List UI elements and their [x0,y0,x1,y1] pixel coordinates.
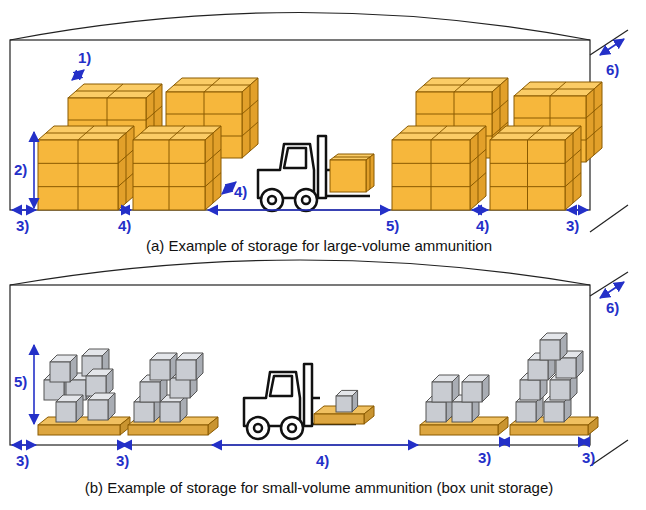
ammo-box [86,369,113,396]
callout-number: 4) [234,184,247,199]
carton-stack [330,154,374,192]
callout-number: 3) [566,218,579,233]
callout-number: 3) [16,218,29,233]
carton-stack [38,126,134,210]
callout-number: 3) [16,453,29,468]
pallet [38,417,130,435]
ammo-box [336,390,358,412]
carton-stack [392,126,486,210]
ammo-box [176,353,203,380]
callout-number: 5) [386,218,399,233]
ammo-box [432,375,459,402]
forklift [258,136,370,211]
sub-caption: (a) Example of storage for large-volume … [0,238,642,253]
callout-number: 6) [606,62,619,77]
ammo-box [540,333,567,360]
callout-number: 5) [14,374,27,389]
callout-number: 1) [78,50,91,65]
callout-number: 4) [476,218,489,233]
ammo-box [462,375,489,402]
callout-number: 4) [316,453,329,468]
ammo-box [50,355,77,382]
callout-number: 3) [116,453,129,468]
callout-number: 4) [118,218,131,233]
ammo-box [56,395,83,422]
ammo-box [88,393,115,420]
callout-number: 3) [582,450,595,465]
forklift [244,364,356,439]
callout-number: 6) [606,300,619,315]
ammo-box [160,395,187,422]
callout-number: 2) [14,162,27,177]
callout-number: 3) [478,450,491,465]
sub-caption: (b) Example of storage for small-volume … [0,480,642,495]
carton-stack [133,126,221,210]
carton-stack [490,126,581,210]
ammo-box [150,353,177,380]
